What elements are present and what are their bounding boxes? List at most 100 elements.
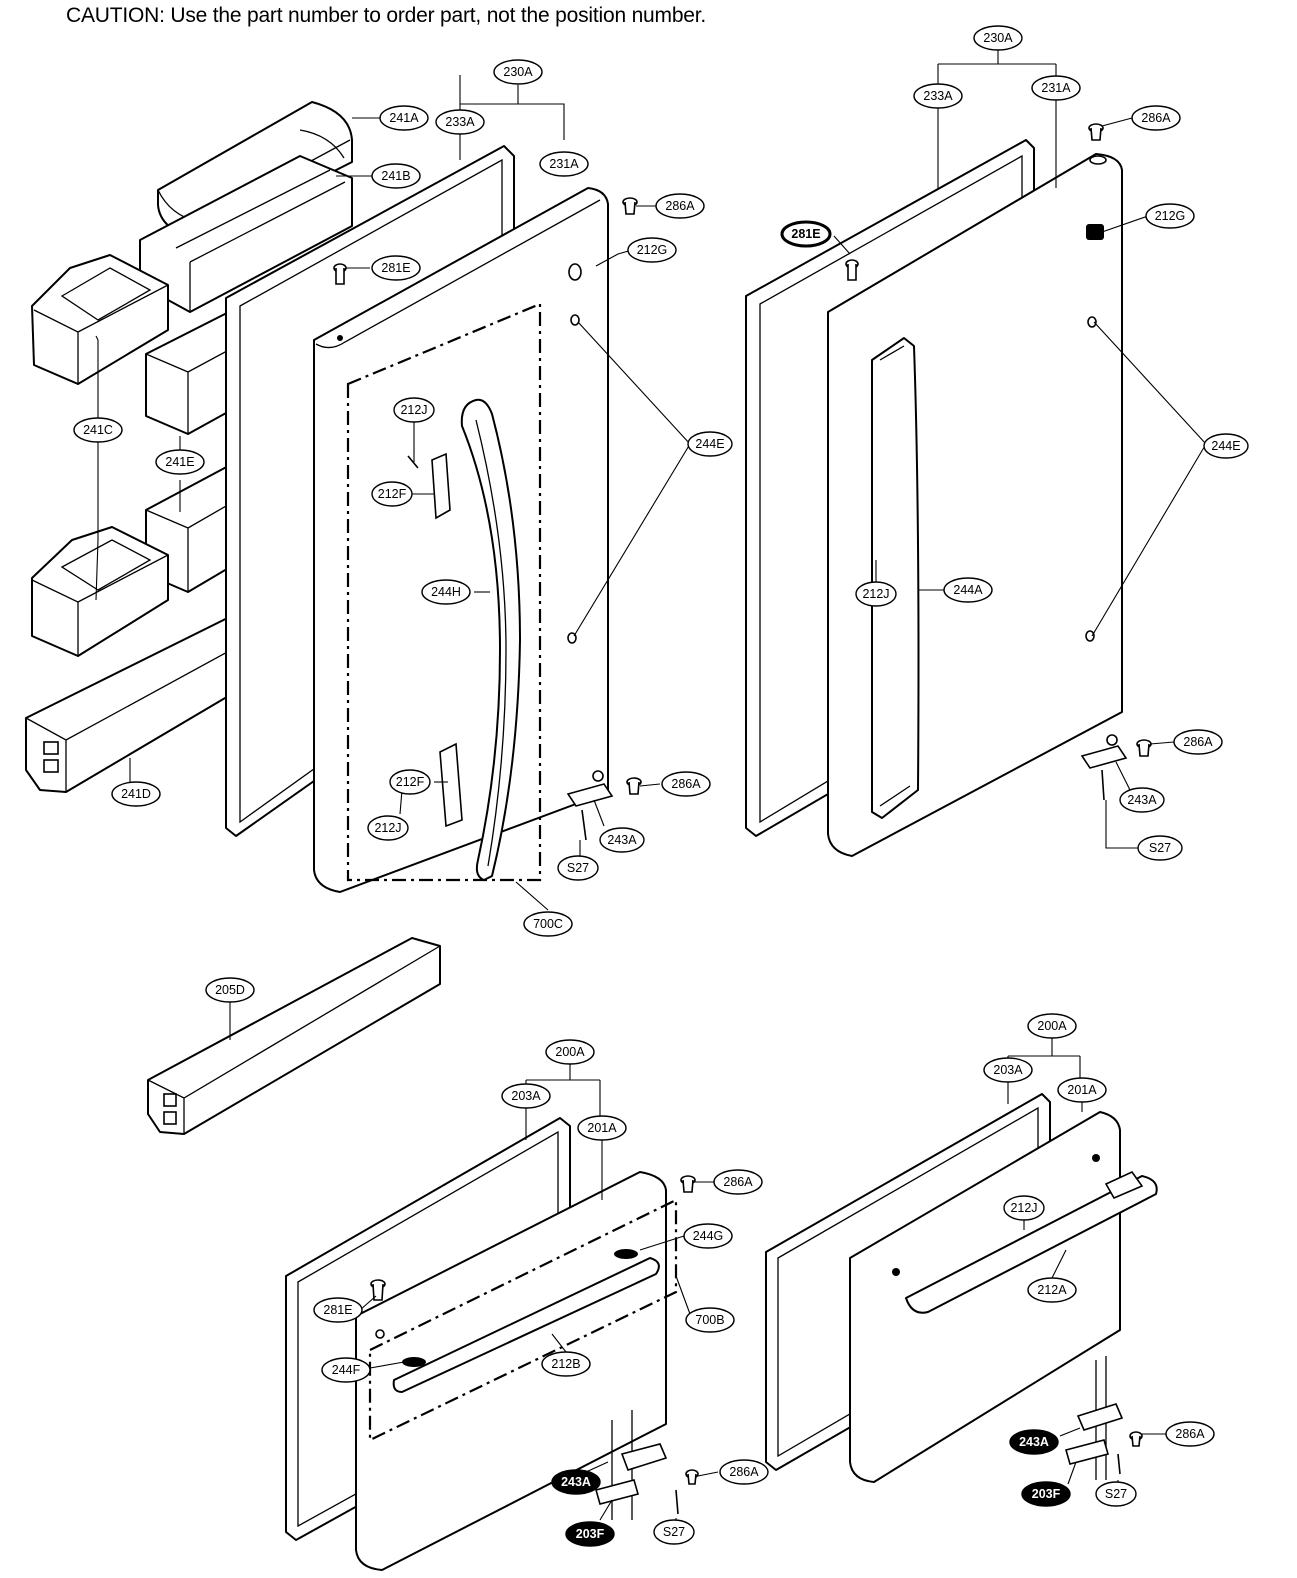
svg-text:212G: 212G xyxy=(637,243,668,257)
door-panel-231a-left xyxy=(313,187,609,893)
svg-text:286A: 286A xyxy=(1183,735,1213,749)
callout-286a: 286A xyxy=(1173,729,1223,755)
svg-text:S27: S27 xyxy=(567,861,589,875)
callout-233a: 233A xyxy=(913,83,963,109)
door-bin-205d xyxy=(147,937,441,1135)
svg-text:286A: 286A xyxy=(1141,111,1171,125)
callout-212a: 212A xyxy=(1027,1277,1077,1303)
svg-text:212J: 212J xyxy=(862,587,889,601)
callout-241a: 241A xyxy=(379,105,429,131)
drawer-handle-212b xyxy=(392,1257,660,1393)
callout-244f: 244F xyxy=(321,1357,371,1383)
callout-203a: 203A xyxy=(501,1083,551,1109)
drawer-foam-assembly-outline-700b xyxy=(368,1198,678,1442)
callout-s27: S27 xyxy=(557,855,599,881)
svg-text:200A: 200A xyxy=(1037,1019,1067,1033)
svg-text:241C: 241C xyxy=(83,423,113,437)
door-handle-244a xyxy=(871,337,920,819)
callout-243a: 243A xyxy=(551,1469,601,1495)
callout-230a: 230A xyxy=(493,59,543,85)
svg-text:241E: 241E xyxy=(165,455,194,469)
svg-text:281E: 281E xyxy=(323,1303,352,1317)
svg-text:244H: 244H xyxy=(431,585,461,599)
callout-s27: S27 xyxy=(1095,1481,1137,1507)
svg-text:241A: 241A xyxy=(389,111,419,125)
callout-243a: 243A xyxy=(1119,787,1165,813)
callout-212j: 212J xyxy=(855,581,897,607)
callout-203a: 203A xyxy=(983,1057,1033,1083)
callout-244e: 244E xyxy=(687,431,733,457)
svg-text:205D: 205D xyxy=(215,983,245,997)
svg-text:212J: 212J xyxy=(1010,1201,1037,1215)
svg-text:244F: 244F xyxy=(332,1363,361,1377)
svg-text:244E: 244E xyxy=(695,437,724,451)
callout-244g: 244G xyxy=(683,1223,733,1249)
callout-201a: 201A xyxy=(577,1115,627,1141)
callout-286a: 286A xyxy=(661,771,711,797)
callout-212j: 212J xyxy=(393,397,435,423)
callout-231a: 231A xyxy=(1031,75,1081,101)
drawer-handle-212a xyxy=(905,1170,1158,1314)
callout-700b: 700B xyxy=(685,1307,735,1333)
svg-text:231A: 231A xyxy=(549,157,579,171)
svg-text:286A: 286A xyxy=(1175,1427,1205,1441)
svg-text:241B: 241B xyxy=(381,169,410,183)
drawer-door-201a-right xyxy=(849,1111,1121,1483)
callout-286a: 286A xyxy=(1131,105,1181,131)
svg-text:203A: 203A xyxy=(511,1089,541,1103)
door-hardware-left xyxy=(333,197,642,841)
svg-text:S27: S27 xyxy=(1149,841,1171,855)
callout-286a: 286A xyxy=(719,1459,769,1485)
svg-text:212F: 212F xyxy=(396,775,425,789)
callout-244a: 244A xyxy=(943,577,993,603)
callout-286a: 286A xyxy=(1165,1421,1215,1447)
svg-text:244E: 244E xyxy=(1211,439,1240,453)
callout-286a: 286A xyxy=(713,1169,763,1195)
svg-text:200A: 200A xyxy=(555,1045,585,1059)
callout-205d: 205D xyxy=(205,977,255,1003)
svg-text:212F: 212F xyxy=(378,487,407,501)
callout-244e: 244E xyxy=(1203,433,1249,459)
callout-s27: S27 xyxy=(1137,835,1183,861)
svg-text:S27: S27 xyxy=(663,1525,685,1539)
callout-243a: 243A xyxy=(1009,1429,1059,1455)
svg-text:241D: 241D xyxy=(121,787,151,801)
svg-text:286A: 286A xyxy=(729,1465,759,1479)
callout-203f: 203F xyxy=(1021,1481,1071,1507)
callout-286a: 286A xyxy=(655,193,705,219)
svg-text:286A: 286A xyxy=(665,199,695,213)
svg-text:286A: 286A xyxy=(723,1175,753,1189)
svg-text:281E: 281E xyxy=(791,227,820,241)
svg-text:233A: 233A xyxy=(923,89,953,103)
door-bin-241c-upper xyxy=(31,254,169,385)
svg-text:201A: 201A xyxy=(1067,1083,1097,1097)
svg-text:233A: 233A xyxy=(445,115,475,129)
drawer-hardware-right xyxy=(892,1154,1143,1480)
svg-text:286A: 286A xyxy=(671,777,701,791)
callout-200a: 200A xyxy=(545,1039,595,1065)
svg-text:244G: 244G xyxy=(693,1229,724,1243)
svg-text:281E: 281E xyxy=(381,261,410,275)
drawer-hardware-left xyxy=(370,1175,699,1520)
callout-281e: 281E xyxy=(371,255,421,281)
callout-244h: 244H xyxy=(421,579,471,605)
callout-241b: 241B xyxy=(371,163,421,189)
svg-text:212B: 212B xyxy=(551,1357,580,1371)
svg-text:243A: 243A xyxy=(1019,1435,1049,1449)
svg-text:231A: 231A xyxy=(1041,81,1071,95)
svg-text:212G: 212G xyxy=(1155,209,1186,223)
callout-200a: 200A xyxy=(1027,1013,1077,1039)
svg-text:203A: 203A xyxy=(993,1063,1023,1077)
callout-212j: 212J xyxy=(1003,1195,1045,1221)
svg-text:230A: 230A xyxy=(983,31,1013,45)
callout-241c: 241C xyxy=(73,417,123,443)
callout-201a: 201A xyxy=(1057,1077,1107,1103)
door-hardware-right xyxy=(845,123,1152,801)
svg-text:243A: 243A xyxy=(561,1475,591,1489)
callout-700c: 700C xyxy=(523,911,573,937)
callout-243a: 243A xyxy=(599,827,645,853)
svg-text:243A: 243A xyxy=(1127,793,1157,807)
door-foam-assembly-outline-700c xyxy=(346,302,542,882)
svg-text:700C: 700C xyxy=(533,917,563,931)
